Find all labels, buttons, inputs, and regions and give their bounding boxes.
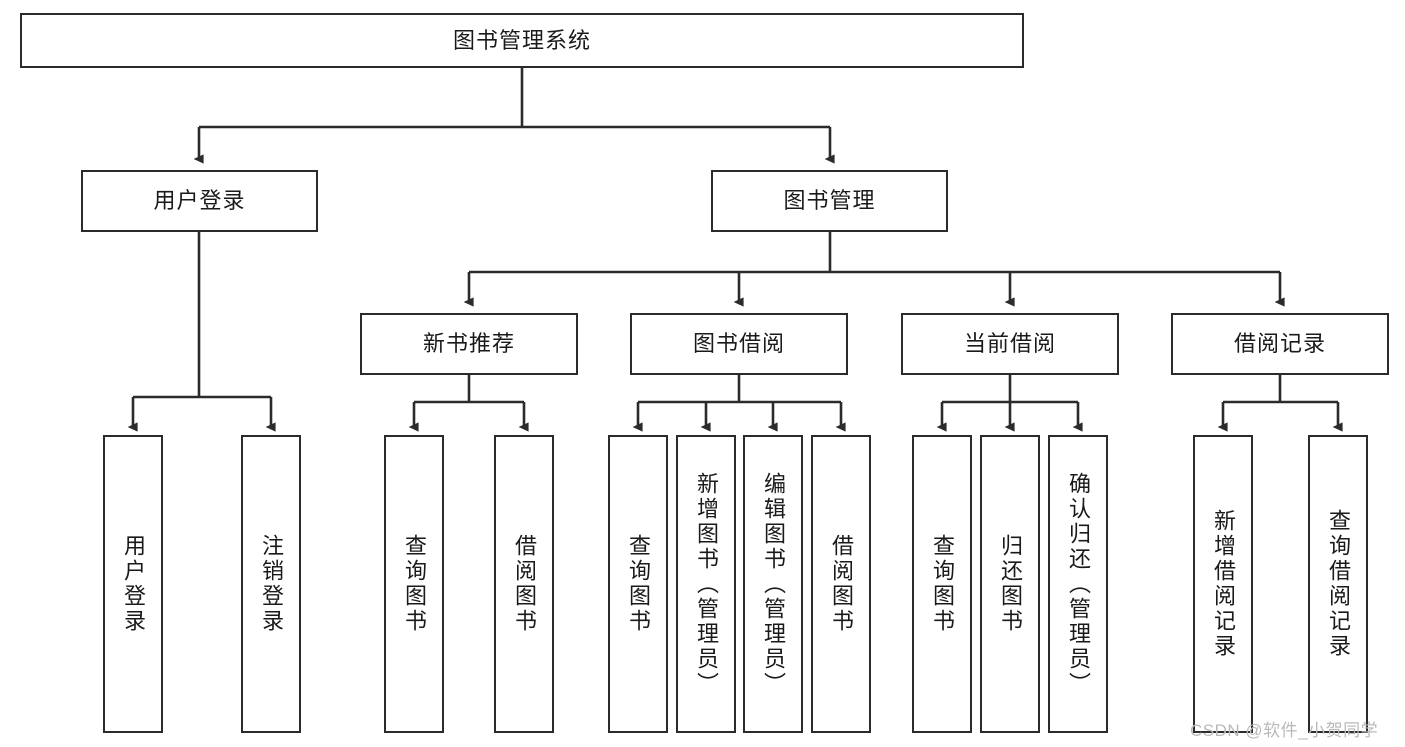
leaf-user-login-login[interactable]: 用户登录 xyxy=(103,435,163,733)
leaf-book-borrow-query-book[interactable]: 查询图书 xyxy=(608,435,668,733)
node-label: 用户登录 xyxy=(153,188,246,214)
node-book-management[interactable]: 图书管理 xyxy=(711,170,948,232)
node-borrow-record[interactable]: 借阅记录 xyxy=(1171,313,1389,375)
node-label: 借阅图书 xyxy=(511,534,537,634)
leaf-book-borrow-add-book-admin[interactable]: 新增图书（管理员） xyxy=(676,435,736,733)
leaf-current-borrow-confirm-return-admin[interactable]: 确认归还（管理员） xyxy=(1048,435,1108,733)
leaf-book-borrow-edit-book-admin[interactable]: 编辑图书（管理员） xyxy=(743,435,803,733)
node-label: 查询图书 xyxy=(625,534,651,634)
node-label: 用户登录 xyxy=(120,534,146,634)
node-label: 借阅记录 xyxy=(1233,331,1326,357)
node-user-login[interactable]: 用户登录 xyxy=(81,170,318,232)
node-label: 新书推荐 xyxy=(422,331,515,357)
node-label: 新增图书（管理员） xyxy=(693,471,719,697)
node-label: 确认归还（管理员） xyxy=(1065,471,1091,697)
node-new-book-recommend[interactable]: 新书推荐 xyxy=(360,313,578,375)
leaf-book-borrow-borrow-book[interactable]: 借阅图书 xyxy=(811,435,871,733)
node-label: 图书管理 xyxy=(783,188,876,214)
node-label: 图书借阅 xyxy=(692,331,785,357)
node-current-borrow[interactable]: 当前借阅 xyxy=(901,313,1119,375)
leaf-user-login-logout[interactable]: 注销登录 xyxy=(241,435,301,733)
leaf-current-borrow-query-book[interactable]: 查询图书 xyxy=(912,435,972,733)
node-label: 借阅图书 xyxy=(828,534,854,634)
leaf-borrow-record-add-record[interactable]: 新增借阅记录 xyxy=(1193,435,1253,733)
leaf-new-book-borrow-book[interactable]: 借阅图书 xyxy=(494,435,554,733)
node-label: 图书管理系统 xyxy=(452,27,591,53)
node-root-book-management-system[interactable]: 图书管理系统 xyxy=(20,13,1024,68)
leaf-new-book-query-book[interactable]: 查询图书 xyxy=(384,435,444,733)
node-label: 查询图书 xyxy=(929,534,955,634)
node-label: 当前借阅 xyxy=(963,331,1056,357)
node-label: 编辑图书（管理员） xyxy=(760,471,786,697)
csdn-watermark: CSDN @软件_小贺同学 xyxy=(1190,721,1379,740)
node-label: 注销登录 xyxy=(258,534,284,634)
node-book-borrow[interactable]: 图书借阅 xyxy=(630,313,848,375)
node-label: 查询借阅记录 xyxy=(1325,509,1351,659)
node-label: 归还图书 xyxy=(997,534,1023,634)
leaf-current-borrow-return-book[interactable]: 归还图书 xyxy=(980,435,1040,733)
node-label: 查询图书 xyxy=(401,534,427,634)
node-label: 新增借阅记录 xyxy=(1210,509,1236,659)
leaf-borrow-record-query-record[interactable]: 查询借阅记录 xyxy=(1308,435,1368,733)
